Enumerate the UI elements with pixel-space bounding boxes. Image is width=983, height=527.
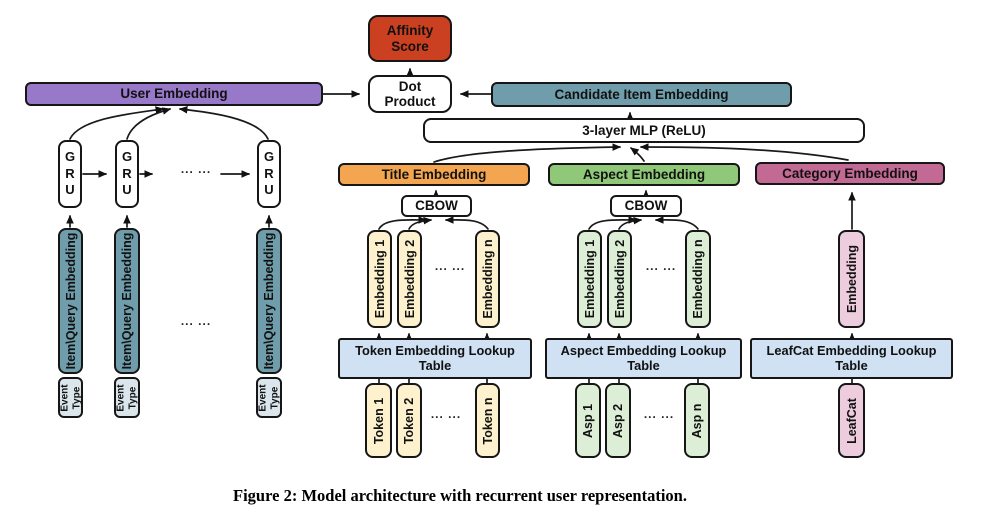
aspect-table-label: Aspect Embedding Lookup Table	[560, 343, 727, 373]
asp-1-box: Asp 1	[575, 383, 601, 458]
aspect-embedding-box: Aspect Embedding	[548, 163, 740, 186]
embedding-label: Embedding	[844, 244, 859, 314]
gru-box-2: G R U	[115, 140, 139, 208]
asp-n-box: Asp n	[684, 383, 710, 458]
event-type-box-n: Event Type	[256, 377, 282, 418]
leafcat-embedding-lookup-table: LeafCat Embedding Lookup Table	[750, 338, 953, 379]
asp-label: Asp n	[690, 403, 704, 438]
cbow-box-aspect: CBOW	[610, 195, 682, 217]
item-query-embedding-box-2: Item\Query Embedding	[114, 228, 140, 374]
gru-box-n: G R U	[257, 140, 281, 208]
asp-label: Asp 2	[611, 403, 625, 438]
leafcat-label: LeafCat	[844, 397, 859, 444]
gru-letter: U	[122, 182, 132, 198]
token-label: Token 1	[371, 397, 386, 444]
gru-letter: G	[263, 148, 275, 164]
user-embedding-box: User Embedding	[25, 82, 323, 106]
embedding-label: Embedding n	[691, 239, 705, 319]
figure-caption: Figure 2: Model architecture with recurr…	[233, 486, 687, 505]
event-type-box-1: Event Type	[58, 377, 83, 418]
token-1-box: Token 1	[365, 383, 392, 458]
item-query-embedding-label: Item\Query Embedding	[120, 232, 134, 370]
affinity-score-box: Affinity Score	[368, 15, 452, 62]
asp-row-ellipsis: ... ...	[643, 407, 675, 421]
title-embedding-1-box: Embedding 1	[367, 230, 392, 328]
title-embedding-label: Title Embedding	[381, 166, 487, 182]
embedding-label: Embedding 1	[582, 239, 597, 319]
dot-product-box: Dot Product	[368, 75, 452, 113]
item-query-embedding-box-n: Item\Query Embedding	[256, 228, 282, 374]
token-n-box: Token n	[475, 383, 500, 458]
gru-letter: U	[65, 182, 75, 198]
embedding-label: Embedding 1	[372, 239, 387, 319]
mlp-box: 3-layer MLP (ReLU)	[423, 118, 865, 143]
title-embedding-n-box: Embedding n	[475, 230, 500, 328]
aspect-embedding-2-box: Embedding 2	[607, 230, 632, 328]
gru-letter: R	[122, 165, 132, 181]
title-embedding-2-box: Embedding 2	[397, 230, 422, 328]
token-table-label: Token Embedding Lookup Table	[355, 343, 515, 373]
affinity-score-label: Affinity Score	[386, 23, 434, 54]
gru-letter: R	[264, 165, 274, 181]
gru-box-1: G R U	[58, 140, 82, 208]
cbow-box-title: CBOW	[401, 195, 472, 217]
aspect-embedding-ellipsis: ... ...	[645, 259, 677, 273]
category-embedding-vbox: Embedding	[838, 230, 865, 328]
gru-letter: R	[65, 165, 75, 181]
category-embedding-box: Category Embedding	[755, 162, 945, 185]
gru-row-ellipsis: ... ...	[180, 162, 212, 176]
item-query-embedding-label: Item\Query Embedding	[63, 232, 78, 370]
leafcat-table-label: LeafCat Embedding Lookup Table	[766, 343, 937, 373]
category-embedding-label: Category Embedding	[782, 165, 918, 181]
token-row-ellipsis: ... ...	[430, 407, 462, 421]
embedding-label: Embedding 2	[612, 239, 627, 319]
gru-letter: U	[264, 182, 274, 198]
title-embedding-ellipsis: ... ...	[434, 259, 466, 273]
cbow-label: CBOW	[624, 198, 668, 214]
token-label: Token n	[480, 397, 495, 444]
event-type-box-2: Event Type	[114, 377, 140, 418]
user-embedding-label: User Embedding	[120, 86, 228, 102]
item-row-ellipsis: ... ...	[180, 314, 212, 328]
embedding-label: Embedding n	[480, 239, 495, 319]
asp-2-box: Asp 2	[605, 383, 631, 458]
aspect-embedding-label: Aspect Embedding	[582, 166, 706, 182]
embedding-label: Embedding 2	[402, 239, 417, 319]
event-type-label: Event Type	[59, 383, 82, 412]
dot-product-label: Dot Product	[384, 78, 436, 109]
item-query-embedding-box-1: Item\Query Embedding	[58, 228, 83, 374]
candidate-item-embedding-box: Candidate Item Embedding	[491, 82, 792, 107]
mlp-label: 3-layer MLP (ReLU)	[582, 122, 706, 138]
cbow-label: CBOW	[415, 198, 458, 214]
candidate-item-embedding-label: Candidate Item Embedding	[554, 86, 729, 102]
item-query-embedding-label: Item\Query Embedding	[262, 232, 276, 370]
token-2-box: Token 2	[396, 383, 422, 458]
aspect-embedding-lookup-table: Aspect Embedding Lookup Table	[545, 338, 742, 379]
asp-label: Asp 1	[581, 403, 595, 438]
event-type-label: Event Type	[115, 383, 139, 412]
aspect-embedding-n-box: Embedding n	[685, 230, 711, 328]
token-embedding-lookup-table: Token Embedding Lookup Table	[338, 338, 532, 379]
gru-letter: G	[64, 148, 76, 164]
title-embedding-box: Title Embedding	[338, 163, 530, 186]
token-label: Token 2	[402, 397, 416, 444]
gru-letter: G	[121, 148, 133, 164]
event-type-label: Event Type	[257, 383, 281, 412]
aspect-embedding-1-box: Embedding 1	[577, 230, 602, 328]
leafcat-box: LeafCat	[838, 383, 865, 458]
